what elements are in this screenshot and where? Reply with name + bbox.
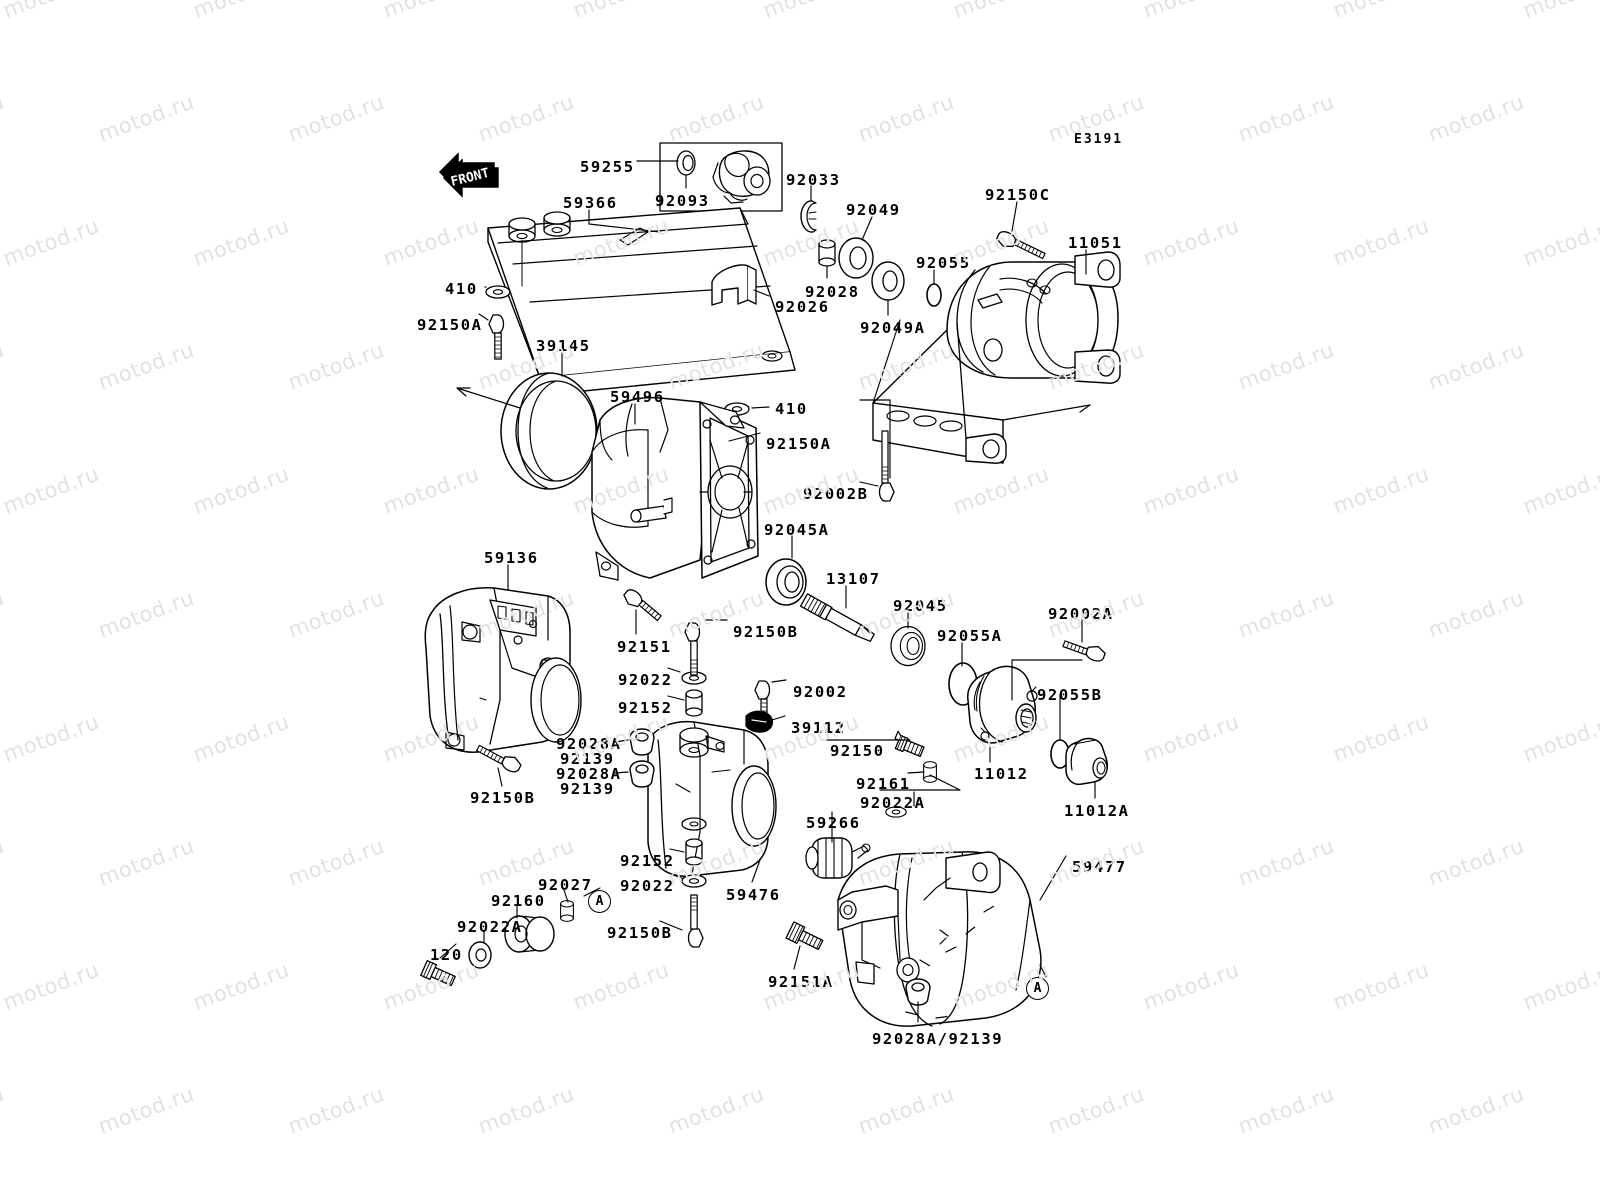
part-label-59496: 59496 xyxy=(610,388,665,406)
part-label-39145: 39145 xyxy=(536,337,591,355)
part-label-92161: 92161 xyxy=(856,775,911,793)
part-label-92002: 92002 xyxy=(793,683,848,701)
part-label-92002A: 92002A xyxy=(1048,605,1114,623)
part-label-92152-bot: 92152 xyxy=(620,852,675,870)
part-label-59136: 59136 xyxy=(484,549,539,567)
part-label-92139-1: 92139 xyxy=(560,750,615,768)
diagram-code: E3191 xyxy=(1074,132,1124,147)
part-label-92049: 92049 xyxy=(846,201,901,219)
part-label-410-mid: 410 xyxy=(775,400,808,418)
part-label-120: 120 xyxy=(430,946,463,964)
part-label-92150B-mid: 92150B xyxy=(733,623,799,641)
front-direction-marker: FRONT xyxy=(432,148,504,210)
part-label-92022A-mid: 92022A xyxy=(860,794,926,812)
part-label-11012A: 11012A xyxy=(1064,802,1130,820)
part-label-92002B: 92002B xyxy=(803,485,869,503)
part-label-39112: 39112 xyxy=(791,719,846,737)
part-label-92028A-1: 92028A xyxy=(556,735,622,753)
part-label-92022-top: 92022 xyxy=(618,671,673,689)
part-label-92022-bot: 92022 xyxy=(620,877,675,895)
part-label-11051: 11051 xyxy=(1068,234,1123,252)
part-label-92028: 92028 xyxy=(805,283,860,301)
part-label-92022A-bot: 92022A xyxy=(457,918,523,936)
part-label-92152-top: 92152 xyxy=(618,699,673,717)
part-label-92150B-bot: 92150B xyxy=(607,924,673,942)
part-label-11012: 11012 xyxy=(974,765,1029,783)
part-label-92045A: 92045A xyxy=(764,521,830,539)
part-label-59476: 59476 xyxy=(726,886,781,904)
part-label-92033: 92033 xyxy=(786,171,841,189)
part-label-92139-2: 92139 xyxy=(560,780,615,798)
part-label-92055: 92055 xyxy=(916,254,971,272)
part-label-59266: 59266 xyxy=(806,814,861,832)
callout-circle-a-lower-right: A xyxy=(1026,977,1049,1000)
part-label-92027: 92027 xyxy=(538,876,593,894)
part-label-410-top: 410 xyxy=(445,280,478,298)
part-label-92028A-2: 92028A xyxy=(556,765,622,783)
part-label-59255: 59255 xyxy=(580,158,635,176)
part-label-92150A-mid: 92150A xyxy=(766,435,832,453)
part-label-92150: 92150 xyxy=(830,742,885,760)
part-label-92151: 92151 xyxy=(617,638,672,656)
callout-circle-a-lower-left: A xyxy=(588,890,611,913)
part-label-92028A-92139: 92028A/92139 xyxy=(872,1030,1004,1048)
part-label-92150B-left: 92150B xyxy=(470,789,536,807)
part-label-92055A: 92055A xyxy=(937,627,1003,645)
part-label-92045: 92045 xyxy=(893,597,948,615)
part-label-59477: 59477 xyxy=(1072,858,1127,876)
part-label-92150C: 92150C xyxy=(985,186,1051,204)
part-label-92093: 92093 xyxy=(655,192,710,210)
part-label-13107: 13107 xyxy=(826,570,881,588)
part-label-92055B: 92055B xyxy=(1037,686,1103,704)
part-label-92160: 92160 xyxy=(491,892,546,910)
part-label-92151A: 92151A xyxy=(768,973,834,991)
part-label-92150A-top: 92150A xyxy=(417,316,483,334)
part-label-59366: 59366 xyxy=(563,194,618,212)
part-label-92049A: 92049A xyxy=(860,319,926,337)
part-label-92026: 92026 xyxy=(775,298,830,316)
